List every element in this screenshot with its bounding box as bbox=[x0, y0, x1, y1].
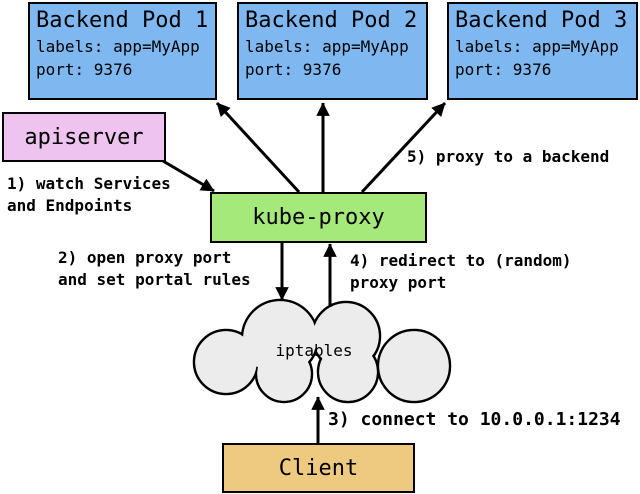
pod-title: Backend Pod 3 bbox=[455, 8, 628, 33]
pod-port: port: 9376 bbox=[245, 60, 342, 79]
pod-labels: labels: app=MyApp bbox=[245, 37, 409, 56]
backend-pod-2: Backend Pod 2 labels: app=MyApp port: 93… bbox=[237, 2, 428, 100]
kube-proxy-label: kube-proxy bbox=[252, 205, 385, 230]
iptables-label: iptables bbox=[188, 296, 440, 404]
pod-labels: labels: app=MyApp bbox=[455, 37, 619, 56]
backend-pod-1: Backend Pod 1 labels: app=MyApp port: 93… bbox=[28, 2, 217, 100]
pod-port: port: 9376 bbox=[455, 60, 552, 79]
client-label: Client bbox=[278, 455, 359, 481]
iptables-cloud bbox=[192, 298, 452, 404]
annotation-step2: 2) open proxy port and set portal rules bbox=[58, 248, 251, 289]
kube-proxy-node: kube-proxy bbox=[210, 192, 427, 243]
pod-labels: labels: app=MyApp bbox=[36, 37, 200, 56]
backend-pod-3: Backend Pod 3 labels: app=MyApp port: 93… bbox=[447, 2, 638, 100]
pod-title: Backend Pod 2 bbox=[245, 8, 418, 33]
pod-title: Backend Pod 1 bbox=[36, 8, 209, 33]
pod-port: port: 9376 bbox=[36, 60, 133, 79]
annotation-step4: 4) redirect to (random) proxy port bbox=[350, 251, 572, 292]
apiserver-node: apiserver bbox=[2, 112, 166, 162]
annotation-step5: 5) proxy to a backend bbox=[407, 147, 610, 166]
annotation-step3: 3) connect to 10.0.0.1:1234 bbox=[328, 409, 621, 430]
annotation-step1: 1) watch Services and Endpoints bbox=[7, 174, 171, 215]
iptables-label-text: iptables bbox=[275, 340, 353, 360]
apiserver-label: apiserver bbox=[24, 124, 144, 150]
arrow-kubeproxy-to-pod1 bbox=[215, 101, 301, 194]
client-node: Client bbox=[222, 443, 415, 493]
